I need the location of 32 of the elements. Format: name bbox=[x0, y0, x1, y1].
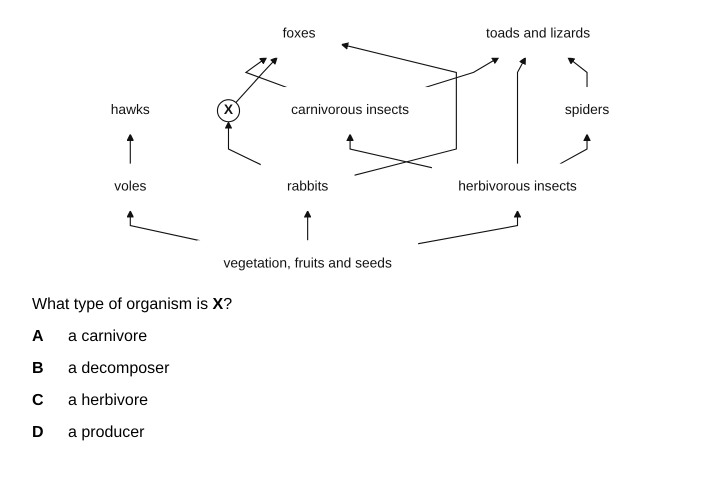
arrow bbox=[126, 210, 200, 242]
node-text: toads and lizards bbox=[486, 26, 590, 42]
node-text: foxes bbox=[282, 26, 316, 42]
option-text: a herbivore bbox=[68, 392, 148, 410]
arrow bbox=[224, 121, 262, 166]
option-text: a carnivore bbox=[68, 328, 148, 346]
option-text: a producer bbox=[68, 424, 144, 442]
option-letter: D bbox=[32, 424, 45, 442]
node-text: herbivorous insects bbox=[458, 180, 577, 194]
option-text: a decomposer bbox=[68, 360, 170, 378]
arrow bbox=[304, 210, 312, 241]
node-text: vegetation, fruits and seeds bbox=[223, 256, 392, 271]
option-letter: A bbox=[32, 328, 45, 346]
node-text: carnivorous insects bbox=[291, 102, 410, 118]
option-letter: C bbox=[32, 392, 45, 410]
arrow bbox=[346, 134, 432, 168]
arrow bbox=[340, 42, 457, 176]
arrow bbox=[418, 210, 522, 244]
arrow bbox=[516, 57, 526, 164]
node-text: spiders bbox=[564, 102, 610, 118]
arrow bbox=[235, 57, 278, 103]
arrow bbox=[424, 57, 500, 88]
arrow bbox=[567, 57, 588, 88]
node-text: voles bbox=[114, 180, 146, 194]
node-text: rabbits bbox=[286, 180, 328, 194]
arrow bbox=[559, 134, 591, 165]
arrow bbox=[244, 57, 288, 88]
node-circle: X bbox=[216, 99, 240, 122]
option-letter: B bbox=[32, 360, 45, 378]
arrow bbox=[126, 134, 134, 164]
question-text: What type of organism is X? bbox=[32, 296, 232, 314]
node-text: hawks bbox=[110, 102, 150, 118]
